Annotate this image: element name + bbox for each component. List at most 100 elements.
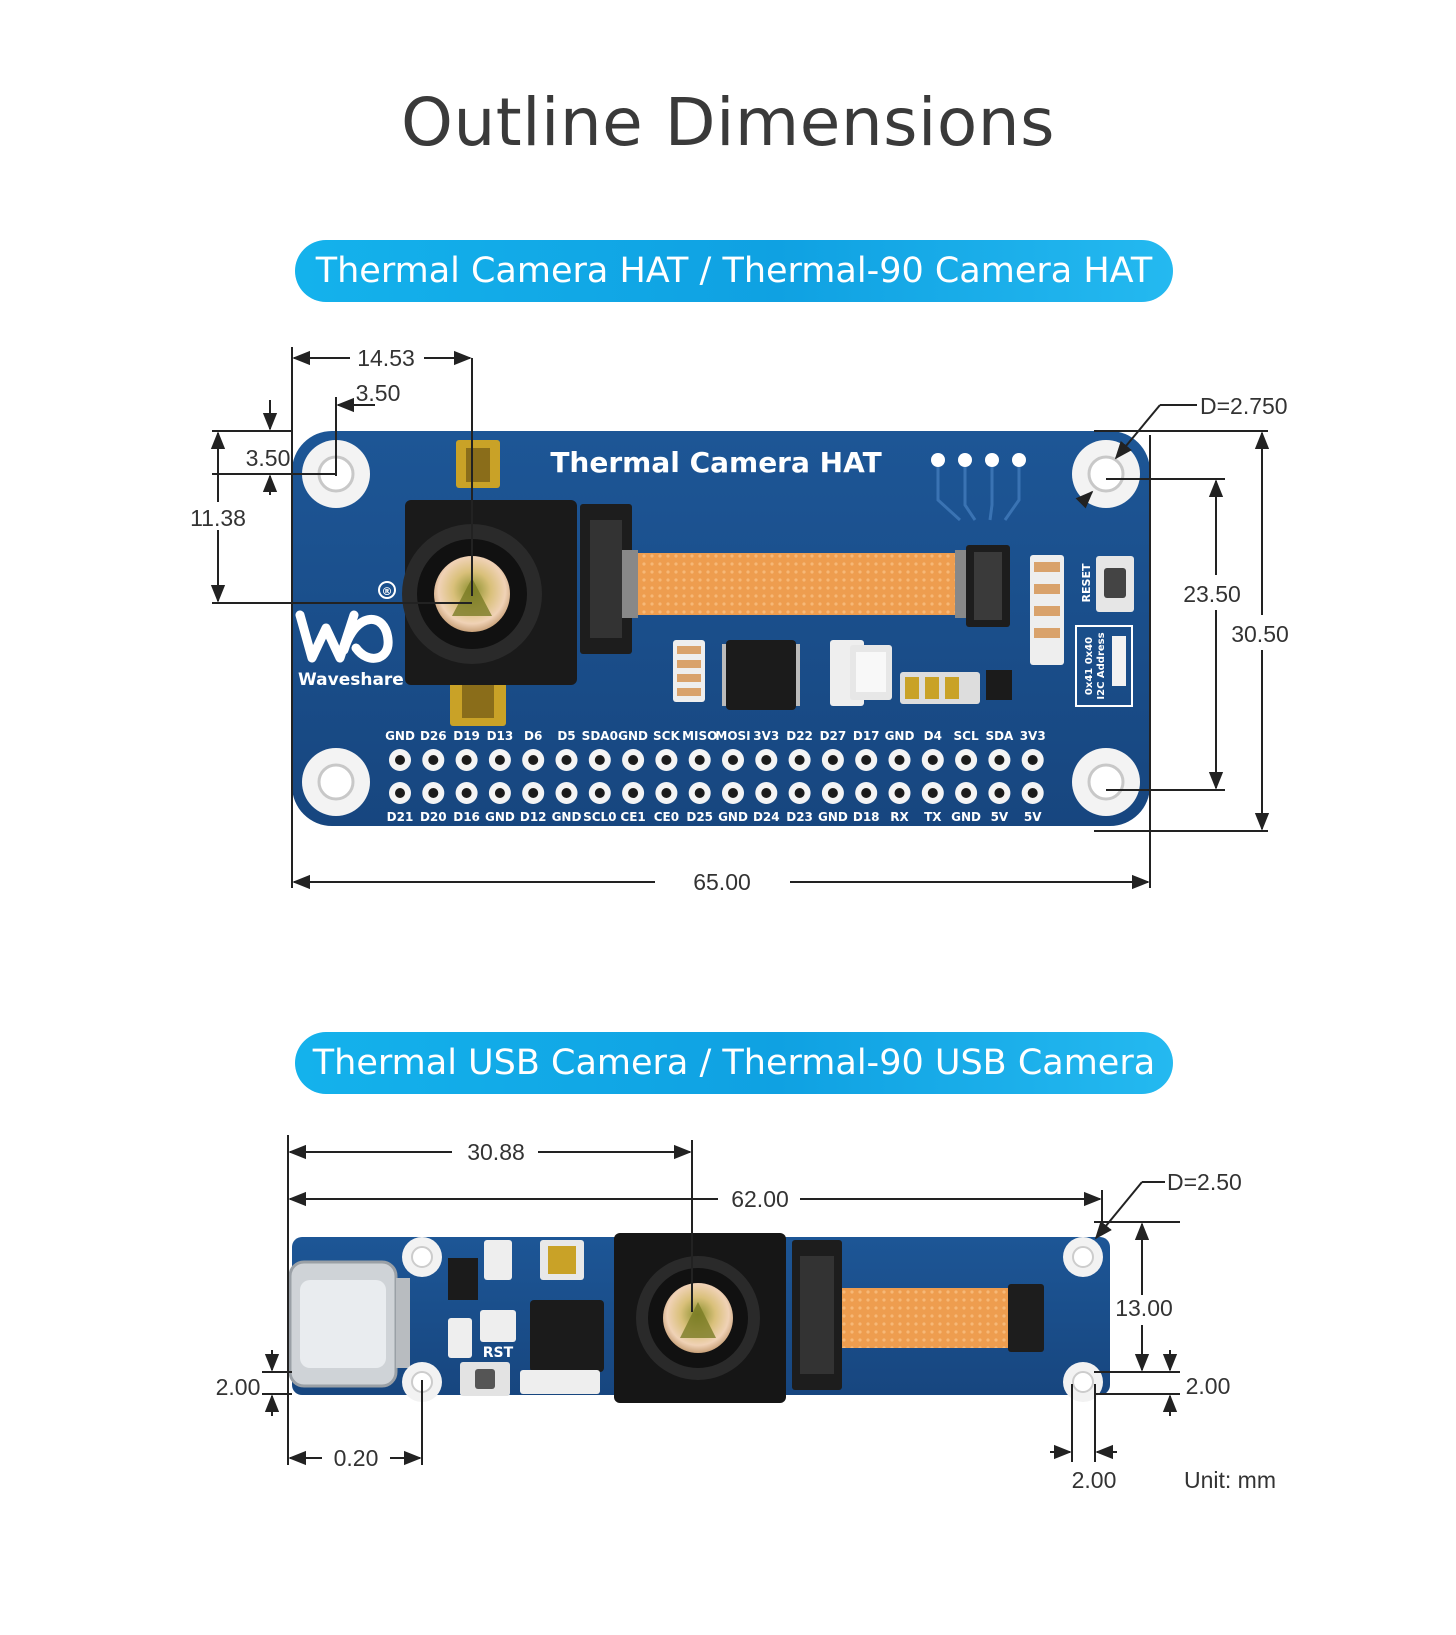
gpio-pin-hole <box>461 788 472 798</box>
gpio-pin-hole <box>628 755 639 765</box>
dim-hole-x: 3.50 <box>356 380 401 406</box>
gpio-pin-hole <box>428 755 439 765</box>
gpio-label-bottom: SCL0 <box>583 810 616 824</box>
usb-mcu-chip <box>530 1300 604 1372</box>
gpio-header: GNDD21D26D20D19D16D13GNDD6D12D5GNDSDA0SC… <box>385 729 1046 824</box>
usb-thermal-camera-module <box>614 1233 786 1403</box>
gpio-label-top: D22 <box>786 729 813 743</box>
gpio-pin-hole <box>761 755 772 765</box>
usb-dim-left-offset-y: 2.00 <box>216 1374 261 1400</box>
gpio-label-bottom: D20 <box>420 810 447 824</box>
thermal-camera-module <box>402 500 577 685</box>
gpio-label-top: 3V3 <box>1020 729 1046 743</box>
gpio-label-top: SCL <box>954 729 979 743</box>
gpio-pin-hole <box>494 788 505 798</box>
dim-hole-diameter: D=2.750 <box>1200 393 1288 419</box>
gpio-label-top: GND <box>385 729 415 743</box>
page-title: Outline Dimensions <box>401 84 1055 161</box>
gpio-label-top: D4 <box>924 729 942 743</box>
usb-dim-right-offset-y: 2.00 <box>1186 1373 1231 1399</box>
gpio-pin-hole <box>994 755 1005 765</box>
gpio-pin-hole <box>761 788 772 798</box>
gpio-label-bottom: GND <box>818 810 848 824</box>
hat-mounting-holes <box>302 440 1140 816</box>
gpio-label-top: D13 <box>487 729 514 743</box>
gpio-pin-hole <box>794 788 805 798</box>
waveshare-logo-text: Waveshare <box>298 670 404 690</box>
usb-dim-right-offset-x: 2.00 <box>1072 1467 1117 1493</box>
gpio-label-bottom: RX <box>890 810 909 824</box>
gpio-pin-hole <box>594 788 605 798</box>
gpio-label-top: D5 <box>557 729 575 743</box>
registered-mark-icon <box>378 581 396 599</box>
gpio-label-bottom: TX <box>924 810 942 824</box>
gpio-pin-hole <box>994 788 1005 798</box>
gpio-pin-hole <box>694 755 705 765</box>
gpio-label-top: D17 <box>853 729 880 743</box>
gpio-label-top: MOSI <box>715 729 750 743</box>
flex-cable <box>632 553 962 615</box>
hat-dimensions <box>210 347 1270 890</box>
gpio-label-bottom: GND <box>485 810 515 824</box>
gpio-label-bottom: D25 <box>686 810 713 824</box>
usb-dim-camera-x: 30.88 <box>467 1139 525 1165</box>
gpio-label-bottom: D23 <box>786 810 813 824</box>
gpio-label-bottom: D18 <box>853 810 880 824</box>
gpio-label-bottom: D24 <box>753 810 780 824</box>
usb-dim-left-offset-x: 0.20 <box>334 1445 379 1471</box>
gpio-label-bottom: GND <box>718 810 748 824</box>
dim-camera-x: 14.53 <box>357 345 415 371</box>
gpio-label-top: D19 <box>453 729 480 743</box>
gpio-label-bottom: D12 <box>520 810 547 824</box>
svg-text:®: ® <box>382 585 393 598</box>
gpio-label-top: GND <box>885 729 915 743</box>
gpio-label-bottom: D16 <box>453 810 480 824</box>
gpio-pin-hole <box>861 755 872 765</box>
gpio-label-top: D6 <box>524 729 542 743</box>
dim-width: 65.00 <box>693 869 751 895</box>
gpio-label-bottom: CE1 <box>620 810 645 824</box>
gpio-pin-hole <box>528 788 539 798</box>
gpio-label-top: SDA <box>985 729 1014 743</box>
gpio-label-top: D26 <box>420 729 447 743</box>
gpio-label-bottom: CE0 <box>654 810 679 824</box>
reset-silkscreen: RESET <box>1080 563 1093 602</box>
rst-silkscreen: RST <box>483 1345 514 1361</box>
usb-dim-width: 62.00 <box>731 1186 789 1212</box>
usb-dim-hole-spacing-y: 13.00 <box>1115 1295 1173 1321</box>
gpio-pin-hole <box>927 788 938 798</box>
gpio-pin-hole <box>827 755 838 765</box>
gpio-label-bottom: D21 <box>387 810 414 824</box>
gpio-pin-hole <box>961 755 972 765</box>
usb-flex-cable <box>842 1288 1012 1348</box>
gpio-pin-hole <box>494 755 505 765</box>
gpio-pin-hole <box>894 755 905 765</box>
unit-label: Unit: mm <box>1184 1467 1276 1493</box>
gpio-pin-hole <box>428 788 439 798</box>
gpio-pin-hole <box>561 788 572 798</box>
hat-board-label: Thermal Camera HAT <box>550 446 881 479</box>
gpio-pin-hole <box>927 755 938 765</box>
gpio-pin-hole <box>528 755 539 765</box>
gpio-pin-hole <box>628 788 639 798</box>
hat-board: Thermal Camera HAT ® Waveshare <box>292 431 1150 826</box>
section-label-hat: Thermal Camera HAT / Thermal-90 Camera H… <box>295 240 1173 302</box>
gpio-pin-hole <box>461 755 472 765</box>
gpio-pin-hole <box>961 788 972 798</box>
hat-dimension-labels: 14.53 3.50 3.50 11.38 D=2.750 23.50 30.5… <box>190 345 1289 895</box>
gpio-pin-hole <box>395 788 405 798</box>
gpio-label-bottom: 5V <box>991 810 1009 824</box>
usb-dimensions <box>262 1135 1180 1466</box>
i2c-address-title: I2C Address <box>1096 632 1107 699</box>
gpio-pin-hole <box>1027 788 1038 798</box>
usb-dimension-labels: 30.88 62.00 D=2.50 13.00 2.00 2.00 0.20 … <box>216 1139 1276 1493</box>
gpio-pin-hole <box>395 755 405 765</box>
gpio-label-top: GND <box>618 729 648 743</box>
gpio-label-top: 3V3 <box>753 729 779 743</box>
waveshare-logo: ® Waveshare <box>295 581 404 690</box>
dim-hole-y: 3.50 <box>246 445 291 471</box>
hat-components: RESET 0x41 0x40 I2C Address <box>673 555 1134 710</box>
gpio-pin-hole <box>661 755 672 765</box>
gpio-label-bottom: GND <box>552 810 582 824</box>
